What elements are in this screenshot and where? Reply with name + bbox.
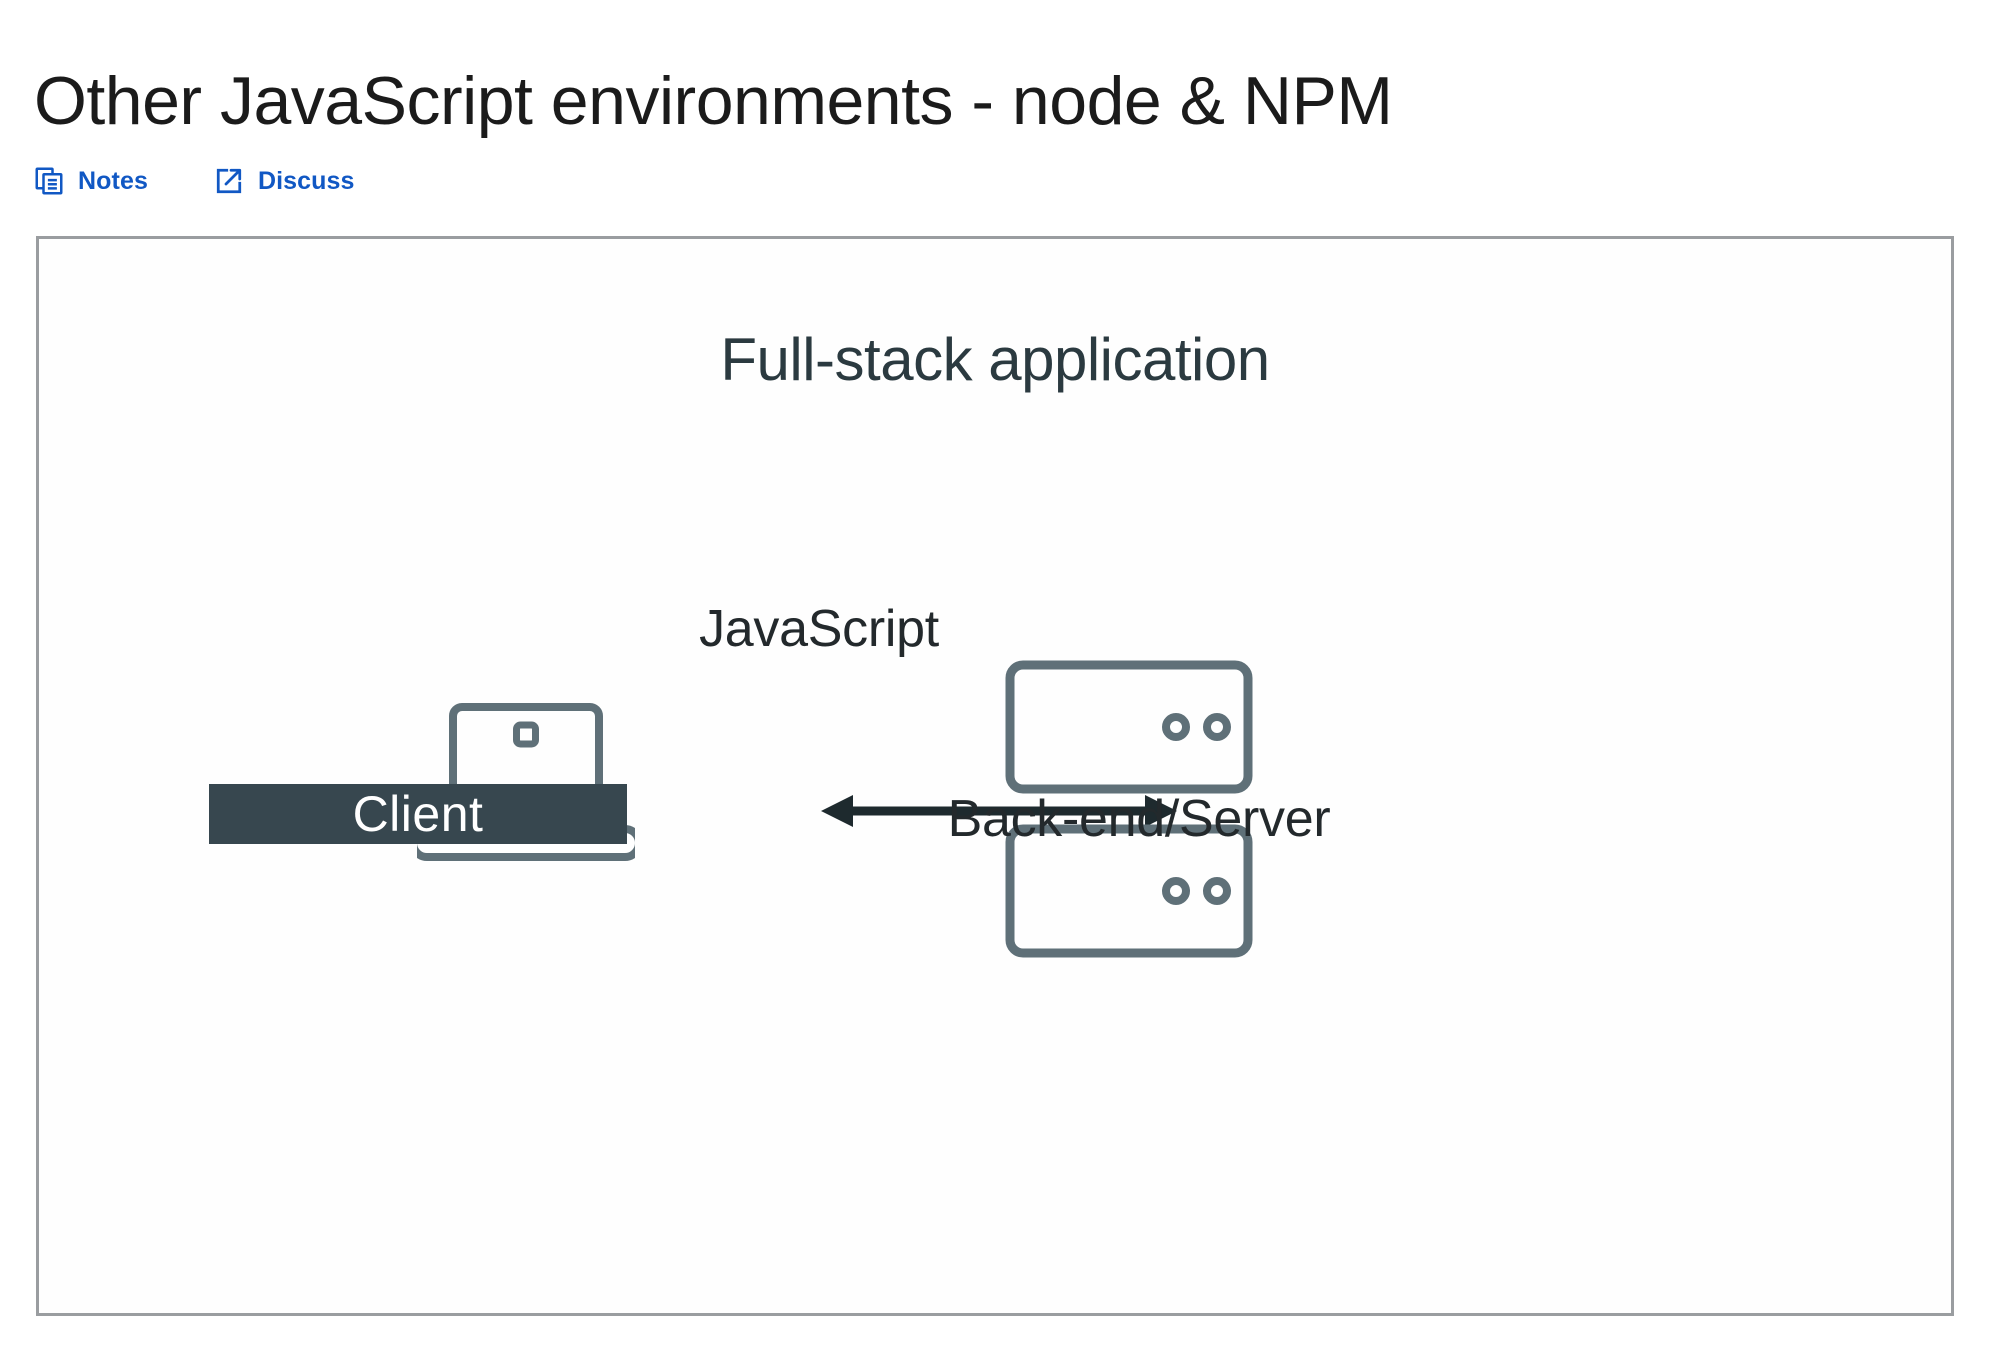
notes-copy-icon (34, 166, 64, 196)
server-rack-icon (1004, 659, 1254, 959)
slide-image-frame: Full-stack application Client JavaScript (36, 236, 1954, 1316)
external-link-icon (214, 166, 244, 196)
discuss-link-label: Discuss (257, 166, 355, 195)
full-stack-diagram: Full-stack application Client JavaScript (39, 239, 1951, 1313)
notes-link[interactable]: Notes (34, 166, 148, 196)
page-title: Other JavaScript environments - node & N… (34, 62, 1393, 139)
connection-label: JavaScript (699, 600, 939, 658)
diagram-heading: Full-stack application (720, 326, 1270, 393)
discuss-link[interactable]: Discuss (214, 166, 355, 196)
double-headed-arrow-icon (819, 789, 1179, 833)
client-label: Client (352, 786, 484, 842)
server-label: Back-end/Server (947, 790, 1331, 848)
action-link-row: Notes Discuss (34, 166, 355, 196)
client-label-box: Client (209, 784, 627, 844)
notes-link-label: Notes (78, 166, 148, 195)
